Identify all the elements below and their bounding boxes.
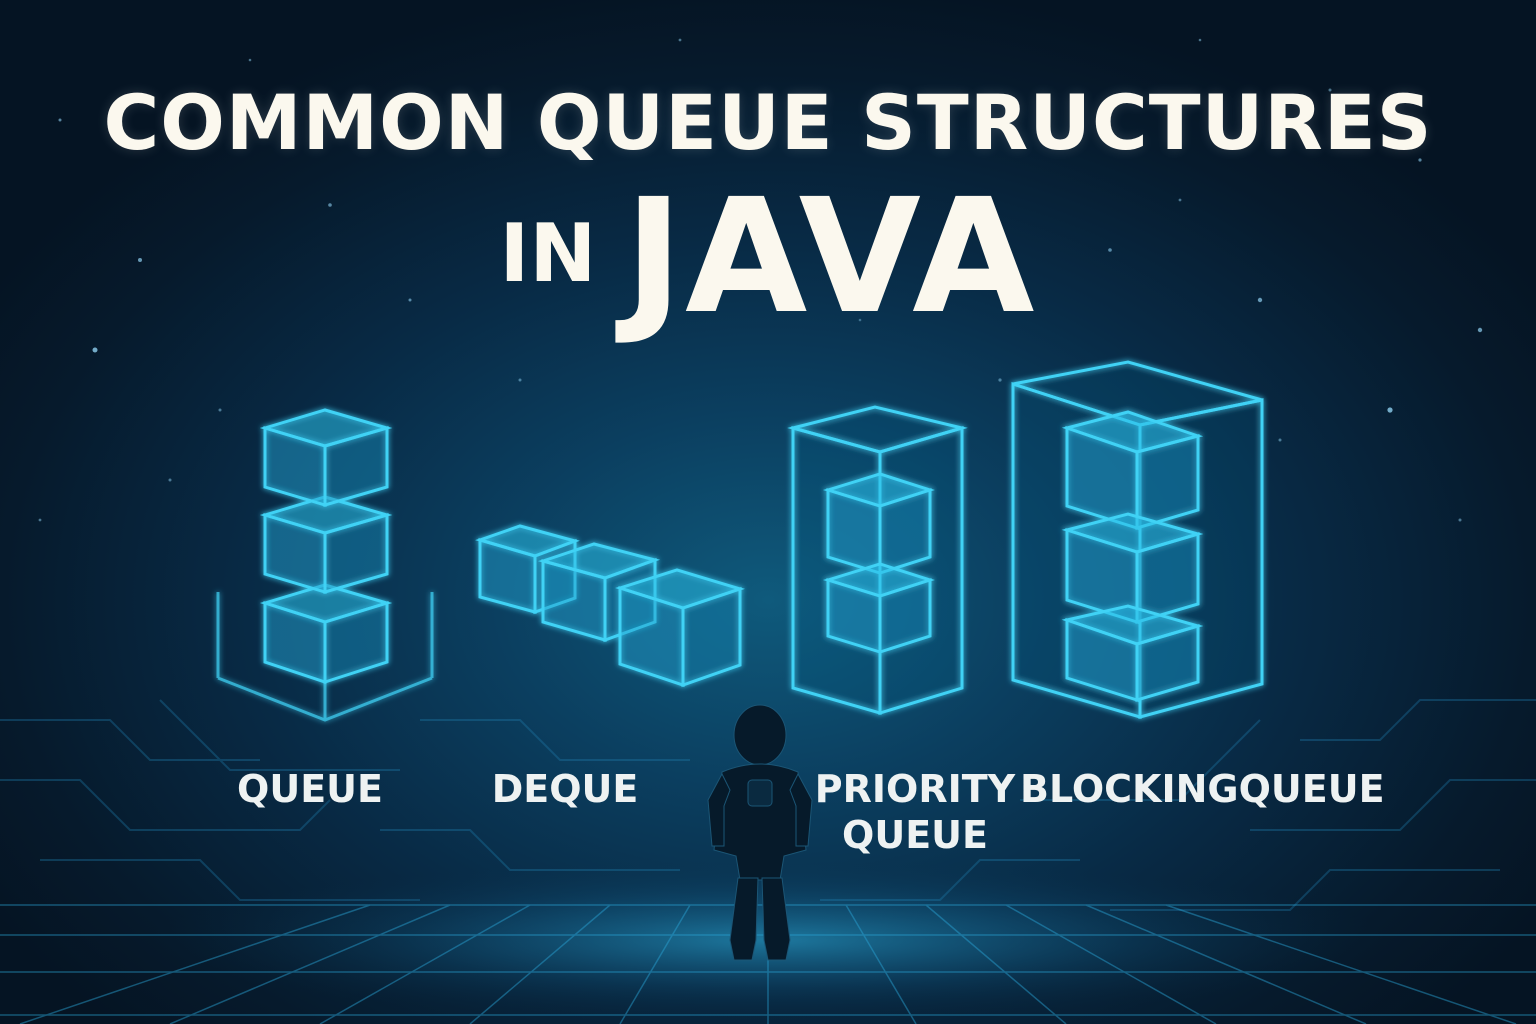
deque-diagram (475, 524, 745, 688)
stars (38, 38, 1483, 522)
label-priority-line-1: PRIORITY (814, 767, 1016, 811)
label-blocking-queue: BLOCKINGQUEUE (1020, 767, 1385, 811)
label-queue: QUEUE (237, 767, 383, 811)
queue-diagram (216, 408, 434, 722)
label-priority-queue: PRIORITY QUEUE (810, 766, 1020, 858)
astronaut-silhouette (707, 704, 813, 961)
blocking-queue-diagram (1011, 360, 1264, 719)
priority-queue-diagram (787, 405, 968, 716)
title-in: IN (499, 207, 597, 300)
label-deque: DEQUE (491, 767, 639, 811)
title-java: JAVA (624, 165, 1037, 349)
label-priority-line-2: QUEUE (842, 813, 988, 857)
title-line-1: COMMON QUEUE STRUCTURES (103, 78, 1433, 167)
